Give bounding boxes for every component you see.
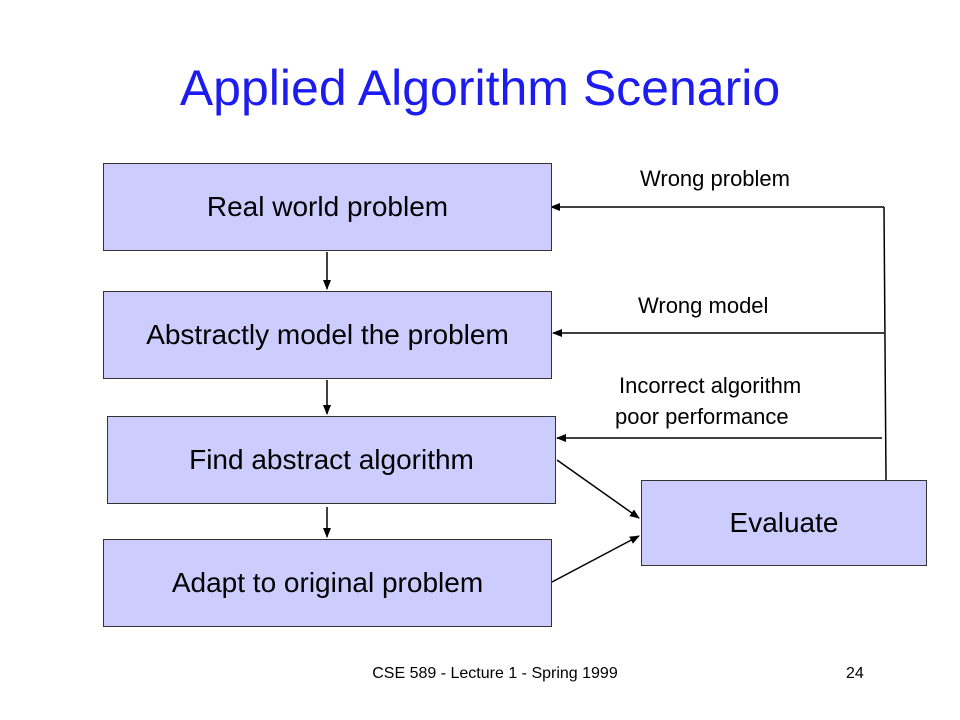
footer-course: CSE 589 - Lecture 1 - Spring 1999 <box>372 665 618 682</box>
box-abstract-model: Abstractly model the problem <box>103 291 552 379</box>
page-number: 24 <box>846 665 864 682</box>
label-poor-performance: poor performance <box>615 404 789 429</box>
box-real-world-problem-label: Real world problem <box>206 191 449 222</box>
feedback-vertical-line <box>883 206 887 481</box>
arrow-adapt-to-evaluate <box>551 535 640 583</box>
box-evaluate-label: Evaluate <box>729 507 839 538</box>
box-find-algorithm: Find abstract algorithm <box>107 416 556 504</box>
box-real-world-problem: Real world problem <box>103 163 552 251</box>
arrow-find-to-evaluate <box>556 459 640 519</box>
box-find-algorithm-label: Find abstract algorithm <box>189 444 474 475</box>
box-abstract-model-label: Abstractly model the problem <box>146 319 509 350</box>
label-wrong-problem: Wrong problem <box>640 166 790 191</box>
box-adapt-problem: Adapt to original problem <box>103 539 552 627</box>
box-evaluate: Evaluate <box>641 480 927 566</box>
label-wrong-model: Wrong model <box>638 293 769 318</box>
label-incorrect-algorithm: Incorrect algorithm <box>619 373 802 398</box>
slide-title: Applied Algorithm Scenario <box>179 60 781 116</box>
box-adapt-problem-label: Adapt to original problem <box>171 567 484 598</box>
